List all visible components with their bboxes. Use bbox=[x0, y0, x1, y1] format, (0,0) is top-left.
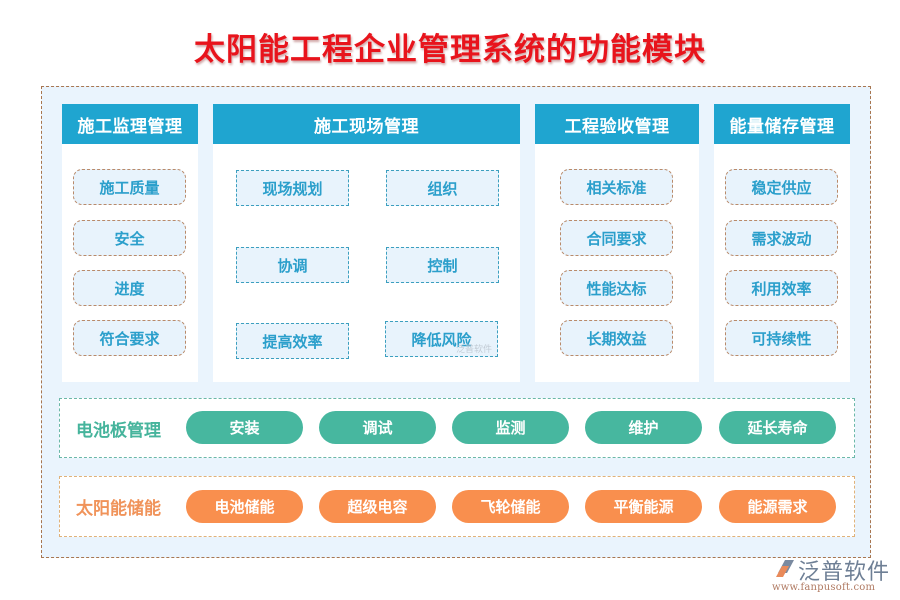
brand-logo: 泛普软件 www.fanpusoft.com bbox=[770, 553, 895, 597]
item-sustainability: 可持续性 bbox=[725, 320, 838, 356]
logo-name: 泛普软件 bbox=[798, 560, 891, 585]
item-site-planning: 现场规划 bbox=[236, 170, 349, 206]
item-construction-quality: 施工质量 bbox=[73, 169, 186, 205]
item-improve-efficiency: 提高效率 bbox=[236, 323, 349, 359]
panel-header: 施工监理管理 bbox=[62, 104, 198, 144]
pill-debug: 调试 bbox=[319, 411, 436, 444]
pill-extend-life: 延长寿命 bbox=[719, 411, 836, 444]
pill-energy-demand: 能源需求 bbox=[719, 490, 836, 523]
pill-battery-storage: 电池储能 bbox=[186, 490, 303, 523]
band-label: 太阳能储能 bbox=[76, 499, 161, 519]
pill-flywheel-storage: 飞轮储能 bbox=[452, 490, 569, 523]
panel-header: 工程验收管理 bbox=[535, 104, 699, 144]
item-reduce-risk: 降低风险 bbox=[385, 321, 498, 357]
panel-header: 施工现场管理 bbox=[213, 104, 520, 144]
item-compliance: 符合要求 bbox=[73, 320, 186, 356]
page-title: 太阳能工程企业管理系统的功能模块 bbox=[194, 32, 706, 68]
item-standards: 相关标准 bbox=[560, 169, 673, 205]
pill-balance-energy: 平衡能源 bbox=[585, 490, 702, 523]
fanpu-logo-icon bbox=[776, 560, 794, 577]
item-demand-fluctuation: 需求波动 bbox=[725, 220, 838, 256]
band-solar-storage: 太阳能储能 电池储能 超级电容 飞轮储能 平衡能源 能源需求 bbox=[59, 476, 855, 537]
watermark-text: 泛普软件 bbox=[456, 345, 493, 355]
band-panel-management: 电池板管理 安装 调试 监测 维护 延长寿命 bbox=[59, 398, 855, 458]
pill-monitor: 监测 bbox=[452, 411, 569, 444]
item-performance: 性能达标 bbox=[560, 270, 673, 306]
item-organization: 组织 bbox=[386, 170, 499, 206]
item-long-term-benefit: 长期效益 bbox=[560, 320, 673, 356]
band-label: 电池板管理 bbox=[76, 420, 161, 441]
item-stable-supply: 稳定供应 bbox=[725, 169, 838, 205]
item-control: 控制 bbox=[386, 247, 499, 283]
item-contract-requirements: 合同要求 bbox=[560, 220, 673, 256]
panel-header: 能量储存管理 bbox=[714, 104, 850, 144]
pill-install: 安装 bbox=[186, 411, 303, 444]
item-safety: 安全 bbox=[73, 220, 186, 256]
item-progress: 进度 bbox=[73, 270, 186, 306]
item-utilization-efficiency: 利用效率 bbox=[725, 270, 838, 306]
pill-maintain: 维护 bbox=[585, 411, 702, 444]
pill-supercapacitor: 超级电容 bbox=[319, 490, 436, 523]
item-coordination: 协调 bbox=[236, 247, 349, 283]
logo-url: www.fanpusoft.com bbox=[772, 582, 876, 593]
